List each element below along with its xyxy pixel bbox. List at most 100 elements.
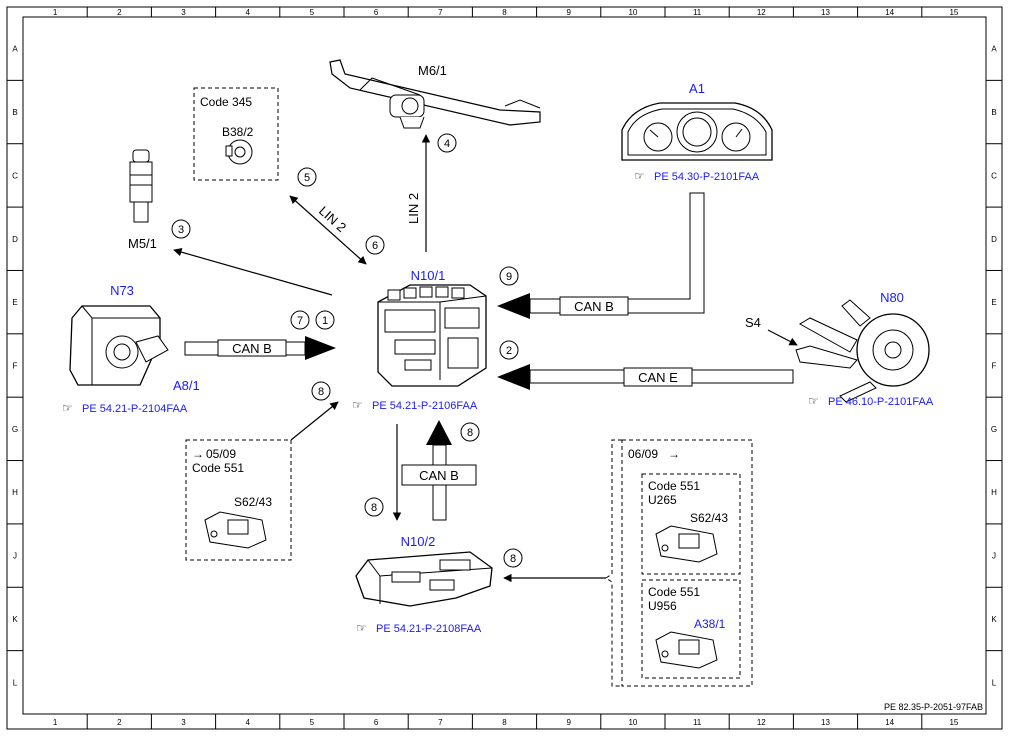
can-b-bus-vertical: CAN B [401,420,477,521]
m6-1-wiper-motor: M6/1 [329,59,541,129]
n10-2-module: N10/2 ☞ PE 54.21-P-2108FAA [355,534,493,635]
can-b-label-vertical: CAN B [419,468,459,483]
svg-text:3: 3 [178,224,184,236]
grid-column-label: 2 [117,718,122,727]
grid-column-label: 9 [566,718,571,727]
arrow-right-glyph: → [668,447,680,461]
m5-1-component: M5/1 [128,149,157,251]
can-b-label-left: CAN B [232,341,272,356]
n10-2-label: N10/2 [401,534,436,549]
grid-row-label: A [12,45,18,54]
n80-reference[interactable]: ☞ PE 46.10-P-2101FAA [808,394,934,408]
grid-row-label: K [12,615,18,624]
svg-text:8: 8 [467,427,473,439]
grid-column-label: 5 [310,718,315,727]
n10-1-reference[interactable]: ☞ PE 54.21-P-2106FAA [352,398,478,412]
marker-8b: 8 [460,422,480,442]
grid-row-label: G [12,425,18,434]
grid-column-label: 2 [117,8,122,17]
svg-text:6: 6 [372,240,378,252]
marker-5: 5 [297,167,317,187]
a8-1-reference[interactable]: ☞ PE 54.21-P-2104FAA [62,401,188,415]
grid-row-label: B [12,108,17,117]
grid-column-label: 9 [566,8,571,17]
grid-row-label: C [12,171,18,180]
n73-ignition-switch: N73 A8/1 ☞ PE 54.21-P-2104FAA [62,283,200,415]
grid-column-label: 15 [949,718,958,727]
n10-1-ref-link: PE 54.21-P-2106FAA [372,400,478,412]
svg-text:8: 8 [371,502,377,514]
svg-text:7: 7 [297,315,303,327]
n80-label: N80 [880,290,904,305]
grid-column-label: 3 [181,718,186,727]
b38-2-code: Code 345 [200,95,252,109]
s62-43-right-option-box: Code 551 U265 S62/43 [641,473,741,575]
grid-column-label: 13 [821,718,830,727]
grid-column-label: 3 [181,8,186,17]
grid-column-label: 12 [757,718,766,727]
svg-text:2: 2 [506,345,512,357]
grid-column-label: 11 [693,718,702,727]
grid-column-label: 15 [949,8,958,17]
m5-1-label: M5/1 [128,236,157,251]
grid-column-label: 4 [245,8,250,17]
grid-column-label: 4 [245,718,250,727]
pointing-hand-icon: ☞ [634,169,645,183]
doc-reference: PE 82.35-P-2051-97FAB [884,702,983,712]
grid-row-label: L [992,678,997,687]
grid-row-label: E [991,298,996,307]
markers: 1 2 3 4 5 6 7 8 8 8 8 9 [171,133,523,568]
n80-ref-link: PE 46.10-P-2101FAA [828,396,934,408]
s62-43-left-date: 05/09 [206,447,236,461]
a1-reference[interactable]: ☞ PE 54.30-P-2101FAA [634,169,760,183]
n10-2-reference[interactable]: ☞ PE 54.21-P-2108FAA [356,621,482,635]
diagram-frame: 1122334455667788991010111112121313141415… [6,6,1003,730]
pointing-hand-icon: ☞ [352,398,363,412]
can-b-bus-left: CAN B [184,336,336,360]
a8-1-ref-link: PE 54.21-P-2104FAA [82,403,188,415]
grid-column-label: 11 [693,8,702,17]
grid-column-label: 7 [438,718,443,727]
pointing-hand-icon: ☞ [62,401,73,415]
svg-text:4: 4 [444,138,450,150]
marker-2: 2 [499,340,519,360]
grid-row-label: B [991,108,996,117]
s62-43-left-code: Code 551 [192,461,244,475]
grid-column-label: 10 [628,8,637,17]
grid-column-label: 5 [310,8,315,17]
grid-row-label: E [12,298,17,307]
pointing-hand-icon: ☞ [808,394,819,408]
grid-row-label: D [12,235,18,244]
s62-43-right-label: S62/43 [690,511,728,525]
a38-1-label: A38/1 [694,617,726,631]
s62-43-right-code: Code 551 [648,479,700,493]
n10-2-ref-link: PE 54.21-P-2108FAA [376,623,482,635]
can-e-bus: CAN E [497,364,794,390]
a1-ref-link: PE 54.30-P-2101FAA [654,171,760,183]
grid-column-label: 14 [885,8,894,17]
group-right-date: 06/09 [628,447,658,461]
marker-4: 4 [437,133,457,153]
can-e-label: CAN E [638,370,678,385]
a38-1-variant: U956 [648,599,677,613]
n73-label: N73 [110,283,134,298]
grid-row-label: J [992,552,996,561]
grid-column-label: 6 [374,718,379,727]
m6-1-label: M6/1 [418,63,447,78]
pointing-hand-icon: ☞ [356,621,367,635]
n10-1-module: N10/1 ☞ PE 54.21-P-2106FAA [352,268,487,412]
grid-row-label: C [991,171,997,180]
marker-1: 1 [315,310,335,330]
grid-column-label: 12 [757,8,766,17]
grid-column-label: 13 [821,8,830,17]
svg-text:9: 9 [506,271,512,283]
grid-column-label: 14 [885,718,894,727]
b38-2-label: B38/2 [222,125,254,139]
grid-row-label: D [991,235,997,244]
svg-text:8: 8 [318,386,324,398]
svg-text:5: 5 [304,172,310,184]
a1-instrument-cluster: A1 ☞ PE 54.30-P-2101FAA [621,81,773,183]
a38-1-option-box: Code 551 U956 A38/1 [641,579,741,679]
a8-1-label: A8/1 [173,378,200,393]
